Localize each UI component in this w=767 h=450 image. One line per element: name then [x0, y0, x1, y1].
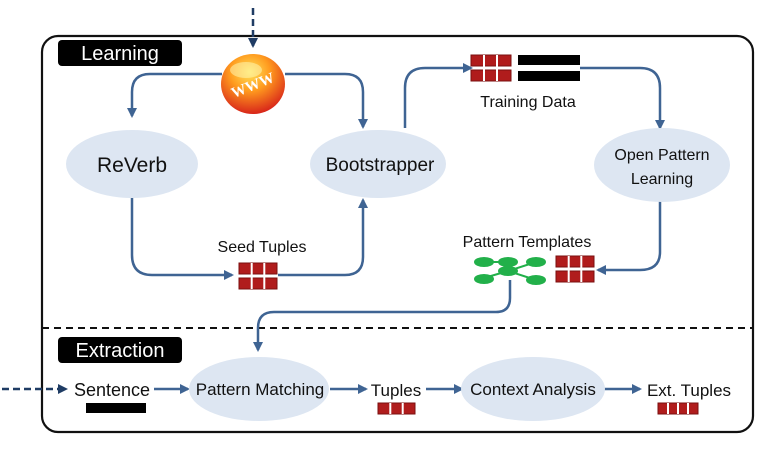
training-data-to-open-pattern-edge	[580, 66, 665, 130]
ext-tuples-label: Ext. Tuples	[647, 381, 731, 400]
context-analysis-node: Context Analysis	[461, 357, 605, 421]
training-data-label: Training Data	[480, 94, 576, 111]
seed-tuples-label: Seed Tuples	[218, 239, 307, 256]
seed-tuples-icon	[238, 262, 278, 290]
www-to-bootstrapper-edge	[285, 72, 368, 129]
templates-to-pattern-matching-edge	[253, 280, 512, 352]
www-node: WWW	[221, 54, 285, 114]
sentence-bar	[86, 403, 146, 413]
www-to-reverb-edge	[127, 72, 222, 118]
tuples-icon	[377, 402, 416, 415]
sentence-label: Sentence	[74, 380, 150, 400]
learning-section-tag: Learning	[58, 40, 182, 66]
pattern-templates-tuples-icon	[555, 255, 595, 283]
extraction-section-tag: Extraction	[58, 337, 182, 363]
bootstrapper-to-training-data-edge	[403, 63, 473, 128]
bootstrapper-node: Bootstrapper	[310, 130, 446, 198]
reverb-to-seed-tuples-edge	[130, 196, 234, 280]
learning-tag-label: Learning	[81, 43, 159, 65]
pattern-templates-label: Pattern Templates	[463, 234, 592, 251]
open-pattern-label-line2: Learning	[631, 171, 693, 188]
seed-tuples-to-bootstrapper-edge	[278, 198, 368, 277]
pattern-matching-node: Pattern Matching	[189, 357, 329, 421]
tuples-label: Tuples	[371, 381, 421, 400]
pattern-tree-icon	[474, 257, 546, 285]
open-pattern-learning-node: Open Pattern Learning	[594, 128, 730, 202]
open-pattern-to-templates-edge	[596, 200, 662, 275]
context-analysis-label: Context Analysis	[470, 380, 596, 399]
reverb-node: ReVerb	[66, 130, 198, 198]
open-pattern-label-line1: Open Pattern	[614, 147, 709, 164]
extraction-tag-label: Extraction	[76, 340, 165, 362]
ext-tuples-icon	[657, 402, 699, 415]
bootstrapper-label: Bootstrapper	[326, 155, 435, 176]
outer-frame	[40, 34, 755, 434]
pattern-matching-label: Pattern Matching	[196, 380, 325, 399]
reverb-label: ReVerb	[97, 154, 167, 177]
training-data-icon	[470, 54, 580, 82]
